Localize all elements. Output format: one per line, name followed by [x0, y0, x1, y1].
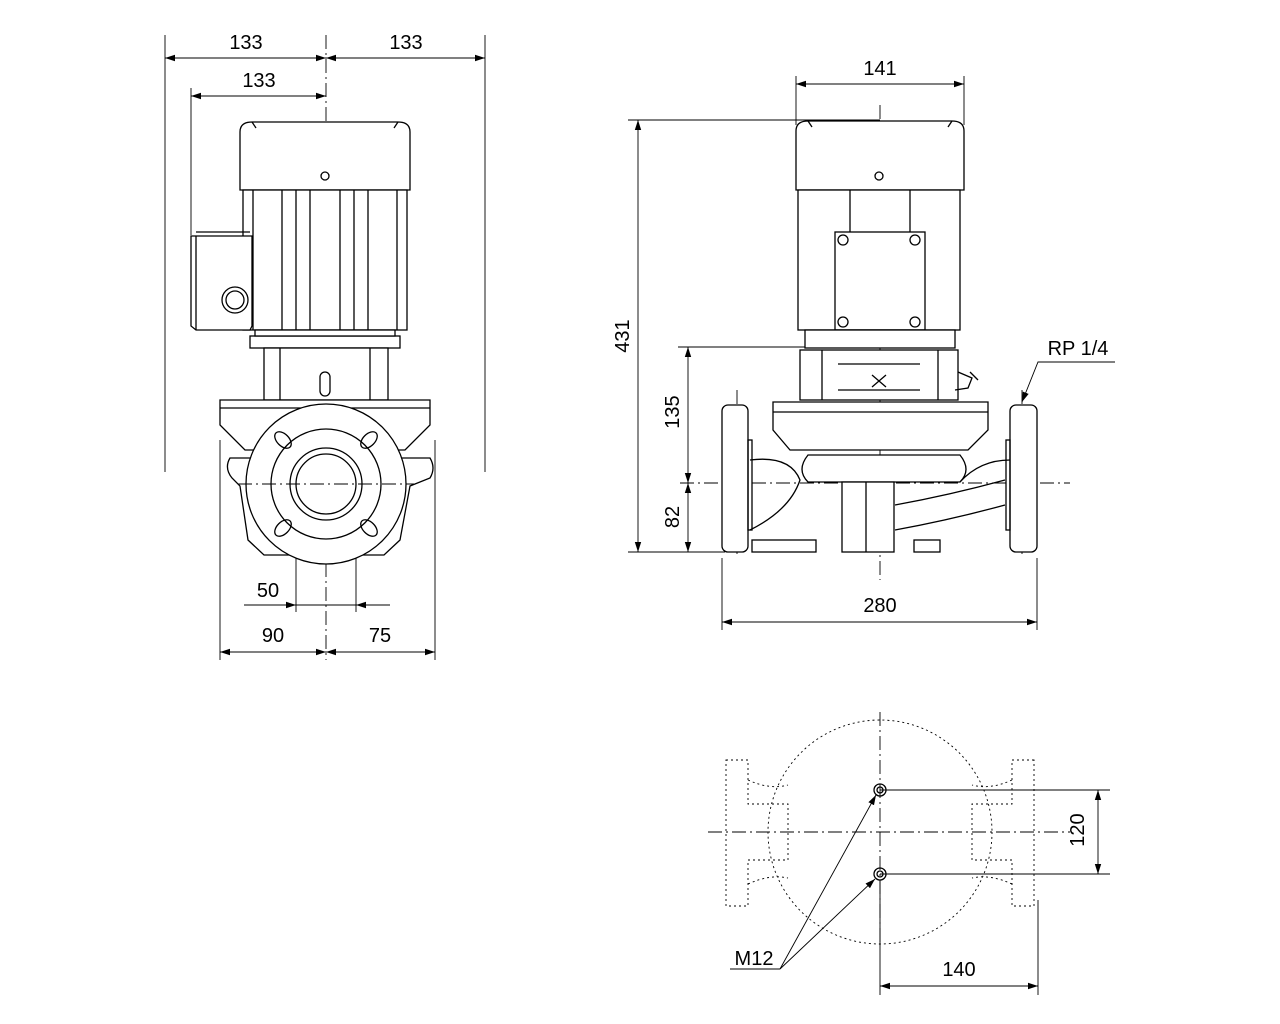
dim-lower-height: 82: [662, 506, 684, 528]
dim-motor-width: 141: [863, 58, 896, 80]
dim-upper-height: 135: [662, 395, 684, 428]
side-view: 141 431 135 82 280 RP 1/4: [612, 58, 1115, 630]
front-view: 133 133 133 50 90 75: [164, 32, 486, 660]
dim-top-right: 133: [389, 32, 422, 54]
dim-total-height: 431: [612, 319, 634, 352]
dim-top-left: 133: [229, 32, 262, 54]
dim-port-to-port: 280: [863, 595, 896, 617]
base-plan-view: 120 140 M12: [708, 712, 1110, 995]
dim-base-left: 90: [262, 625, 284, 647]
dim-bolt-spacing: 120: [1067, 813, 1089, 846]
label-vent-plug: RP 1/4: [1048, 338, 1109, 360]
label-bolts: M12: [735, 948, 774, 970]
dim-base-right: 75: [369, 625, 391, 647]
dim-terminal-box: 133: [242, 70, 275, 92]
dim-outlet: 50: [257, 580, 279, 602]
dim-bolt-offset: 140: [942, 959, 975, 981]
